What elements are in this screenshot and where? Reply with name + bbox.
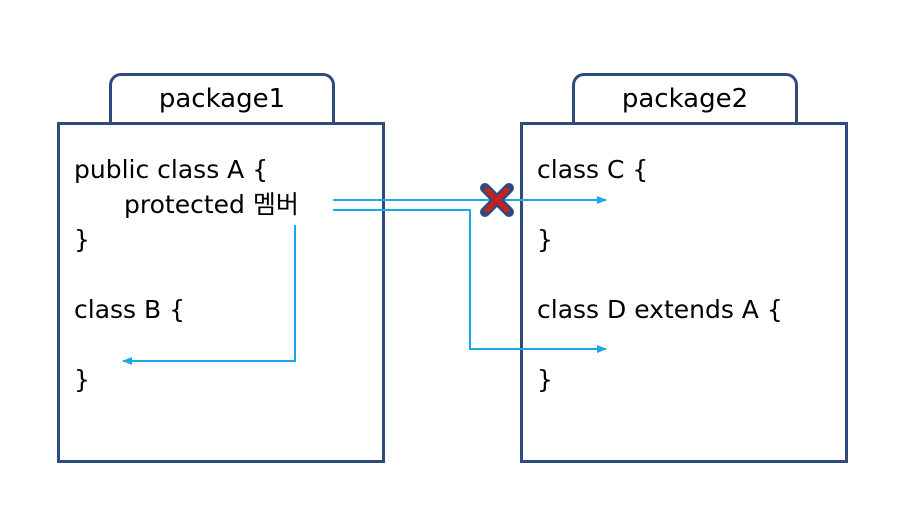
package2-box [520, 122, 848, 463]
protected-member: protected 멤버 [124, 190, 299, 219]
package2-label: package2 [621, 84, 749, 114]
class-a-declaration: public class A { [74, 155, 269, 184]
package1-box [57, 122, 385, 463]
class-c-close-brace: } [537, 225, 553, 254]
package2-tab: package2 [572, 73, 798, 123]
package1-label: package1 [158, 84, 286, 114]
class-b-close-brace: } [74, 365, 90, 394]
class-b-declaration: class B { [74, 295, 186, 324]
x-mark-icon [480, 183, 514, 217]
class-d-close-brace: } [537, 365, 553, 394]
arrow-to-class-d [333, 209, 607, 353]
class-c-declaration: class C { [537, 155, 649, 184]
arrow-to-class-b [122, 225, 296, 365]
class-a-close-brace: } [74, 225, 90, 254]
class-d-declaration: class D extends A { [537, 295, 783, 324]
package1-tab: package1 [109, 73, 335, 123]
